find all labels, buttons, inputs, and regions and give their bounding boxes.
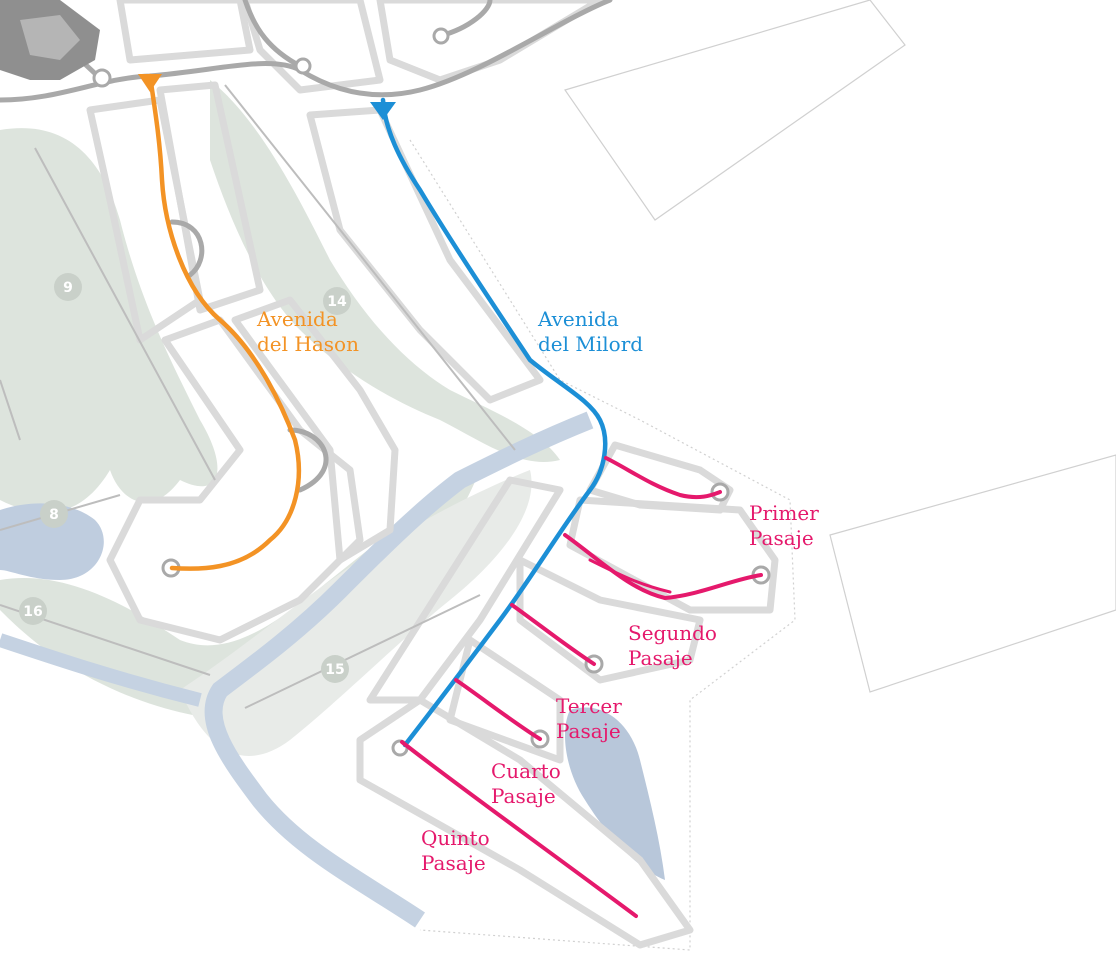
lots-north-3: [376, 0, 604, 84]
hason-loop-1: [169, 219, 205, 278]
cul-de-sac-north: [294, 57, 312, 75]
street-labels: Avenida del Hason Avenida del Milord Pri…: [256, 307, 825, 875]
fairway-center: [210, 80, 560, 462]
milord-entry-marker: [370, 102, 396, 120]
label-quinto-pasaje: Quinto Pasaje: [421, 826, 496, 875]
hole-badge-14: 14: [323, 287, 351, 315]
road-avenida-del-milord: [380, 97, 608, 748]
label-line1: Cuarto: [491, 759, 561, 783]
hole-number: 8: [49, 507, 59, 523]
lots-hason-east: [231, 296, 399, 564]
plot-east: [829, 454, 1116, 693]
hole-14-line: [224, 84, 516, 451]
fairway-south: [0, 470, 480, 720]
label-line1: Primer: [749, 501, 819, 525]
golf-course: [0, 80, 560, 756]
hole-badge-9: 9: [54, 273, 82, 301]
label-tercer-pasaje: Tercer Pasaje: [556, 694, 628, 743]
lots-north-west: [86, 96, 204, 344]
label-line1: Avenida: [537, 307, 619, 331]
label-line1: Segundo: [628, 621, 717, 645]
lots-pasaje-4: [446, 636, 564, 764]
clubhouse-detail: [20, 15, 80, 60]
creek: [204, 411, 594, 928]
clubhouse-buildings: [0, 0, 100, 80]
creek-west: [0, 633, 202, 707]
road-quinto-pasaje: [400, 740, 638, 918]
hole-15-line: [244, 594, 481, 709]
road-avenida-del-hason: [147, 73, 302, 571]
label-segundo-pasaje: Segundo Pasaje: [628, 621, 723, 670]
plot-north-east: [564, 0, 906, 221]
lots-north: [116, 0, 254, 64]
label-line2: Pasaje: [421, 851, 486, 875]
label-line1: Quinto: [421, 826, 490, 850]
lots-pasaje-2: [566, 496, 779, 614]
road-cuarto-pasaje: [454, 678, 542, 741]
fairway-west: [0, 128, 218, 513]
fairway-grey-lower: [180, 470, 532, 756]
road-loop-north: [242, 0, 303, 69]
label-line2: del Hason: [257, 332, 359, 356]
lots-pasaje-5: [356, 696, 694, 949]
residential-lots: [86, 0, 779, 949]
lots-hason-west: [156, 81, 264, 314]
lots-north-2: [241, 0, 384, 94]
lots-milord-east: [366, 476, 564, 704]
road-segundo-pasaje: [563, 533, 763, 600]
hole-number: 16: [23, 604, 42, 620]
lots-pasaje-3: [516, 556, 704, 684]
cul-de-sac-north-west: [92, 68, 112, 88]
label-line2: del Milord: [538, 332, 643, 356]
road-segundo-pasaje-loop: [588, 558, 672, 594]
hole-badge-16: 16: [19, 597, 47, 625]
label-line2: Pasaje: [749, 526, 814, 550]
hole-w-line: [0, 379, 21, 441]
label-primer-pasaje: Primer Pasaje: [749, 501, 825, 550]
hason-entry-marker: [138, 74, 162, 92]
road-tercer-pasaje: [510, 603, 596, 666]
hason-loop-2: [287, 427, 329, 493]
hole-number: 9: [63, 280, 73, 296]
golf-hole-badges: 9 14 8 16 15: [19, 273, 351, 683]
lake-east: [565, 707, 665, 880]
label-line2: Pasaje: [556, 719, 621, 743]
open-plots: [409, 0, 1116, 951]
hole-9-line: [34, 147, 216, 481]
road-entry-markers: [138, 74, 396, 120]
hole-number: 15: [325, 662, 344, 678]
label-line2: Pasaje: [628, 646, 693, 670]
label-line1: Tercer: [556, 694, 622, 718]
label-avenida-del-milord: Avenida del Milord: [537, 307, 643, 356]
road-primer-pasaje: [604, 456, 722, 500]
label-line1: Avenida: [256, 307, 338, 331]
label-line2: Pasaje: [491, 784, 556, 808]
hole-badge-8: 8: [40, 500, 68, 528]
label-cuarto-pasaje: Cuarto Pasaje: [491, 759, 567, 808]
highlighted-roads: [147, 73, 763, 918]
cul-de-sac-north-2: [432, 27, 450, 45]
hole-badge-15: 15: [321, 655, 349, 683]
hole-number: 14: [327, 294, 347, 310]
label-avenida-del-hason: Avenida del Hason: [256, 307, 359, 356]
